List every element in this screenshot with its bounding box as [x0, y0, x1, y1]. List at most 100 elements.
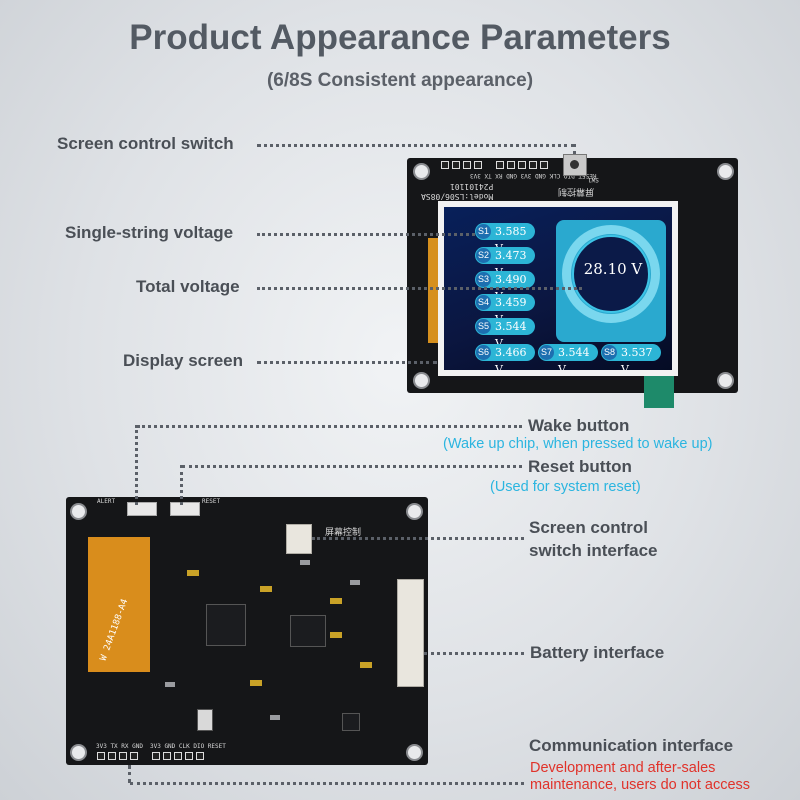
leader-line	[128, 765, 131, 783]
header-pin	[507, 161, 515, 169]
gauge-center: 28.10 V	[572, 235, 650, 313]
front-sw-label: SW1	[588, 176, 599, 183]
back-screen-control-silkscreen: 屏幕控制	[325, 528, 362, 538]
header-pin	[196, 752, 204, 760]
leader-line	[312, 537, 524, 540]
back-flex-cable	[88, 537, 150, 672]
mount-hole	[70, 744, 87, 761]
front-serial-silkscreen: P24101101	[450, 182, 494, 191]
header-pin	[474, 161, 482, 169]
cell-voltage-s7: S7 3.544 V	[538, 344, 598, 370]
front-model-silkscreen: Model:LS06/08SA	[421, 192, 494, 201]
header-pin	[518, 161, 526, 169]
header-pin	[152, 752, 160, 760]
header-pin	[496, 161, 504, 169]
page-subtitle: (6/8S Consistent appearance)	[266, 70, 534, 91]
label-display-screen: Display screen	[123, 351, 244, 370]
cell-tag: S6	[476, 345, 491, 360]
switch-knob	[570, 160, 579, 169]
cell-value: 3.537 V	[621, 346, 653, 370]
cell-tag: S4	[476, 295, 491, 310]
leader-line	[137, 425, 522, 428]
cell-tag: S3	[476, 272, 491, 287]
leader-line	[182, 465, 522, 468]
label-communication-interface: Communication interface	[529, 736, 734, 755]
label-screen-switch-interface-2: switch interface	[529, 541, 658, 560]
header-pin	[108, 752, 116, 760]
leader-line	[424, 652, 524, 655]
leader-line	[180, 465, 183, 505]
leader-line	[135, 425, 138, 505]
header-pin	[163, 752, 171, 760]
mount-hole	[413, 372, 430, 389]
cell-tag: S8	[602, 345, 617, 360]
cell-voltage-s1: S1 3.585 V	[475, 223, 535, 255]
header-pin	[119, 752, 127, 760]
total-voltage-gauge: 28.10 V	[556, 220, 666, 342]
warning-communication-1: Development and after-sales	[530, 760, 716, 776]
note-reset-button: (Used for system reset)	[490, 479, 641, 495]
screen-switch-connector	[286, 524, 312, 554]
battery-connector	[397, 579, 424, 687]
driver-chip	[290, 615, 326, 647]
leader-line	[257, 144, 575, 147]
cell-value: 3.466 V	[495, 346, 527, 370]
component	[300, 560, 310, 565]
header-pin	[174, 752, 182, 760]
cell-voltage-s5: S5 3.544 V	[475, 318, 535, 350]
reset-button[interactable]	[170, 502, 200, 516]
cell-tag: S1	[476, 224, 491, 239]
mount-hole	[413, 163, 430, 180]
total-voltage-value: 28.10 V	[583, 260, 643, 278]
header-pin	[185, 752, 193, 760]
wake-button[interactable]	[127, 502, 157, 516]
back-alert-silkscreen: ALERT	[97, 498, 116, 505]
cell-tag: S7	[539, 345, 554, 360]
cell-value: 3.544 V	[495, 320, 527, 350]
mcu-chip	[206, 604, 246, 646]
header-pin	[463, 161, 471, 169]
screen-control-switch[interactable]	[563, 154, 587, 176]
mount-hole	[717, 163, 734, 180]
label-single-string-voltage: Single-string voltage	[65, 223, 234, 242]
back-reset-silkscreen: RESET	[202, 498, 221, 505]
component-pad	[330, 632, 342, 638]
warning-communication-2: maintenance, users do not access	[530, 777, 751, 793]
cell-voltage-s2: S2 3.473 V	[475, 247, 535, 279]
cell-tag: S2	[476, 248, 491, 263]
mount-hole	[70, 503, 87, 520]
component-pad	[360, 662, 372, 668]
header-pin	[540, 161, 548, 169]
cell-tag: S5	[476, 319, 491, 334]
small-chip	[197, 709, 213, 731]
header-pin	[130, 752, 138, 760]
display-flex-cable	[428, 238, 440, 343]
back-header-left-silkscreen: 3V3 TX RX GND	[96, 743, 143, 750]
cell-voltage-s4: S4 3.459 V	[475, 294, 535, 326]
small-chip	[342, 713, 360, 731]
component	[350, 580, 360, 585]
header-pin	[97, 752, 105, 760]
component-pad	[250, 680, 262, 686]
note-wake-button: (Wake up chip, when pressed to wake up)	[443, 436, 713, 452]
page-title: Product Appearance Parameters	[129, 18, 671, 57]
back-header-right-silkscreen: 3V3 GND CLK DIO RESET	[150, 743, 226, 750]
leader-line	[257, 287, 582, 290]
label-total-voltage: Total voltage	[136, 277, 240, 296]
cell-voltage-s6: S6 3.466 V	[475, 344, 535, 370]
label-screen-switch-interface-1: Screen control	[529, 518, 649, 537]
mount-hole	[406, 744, 423, 761]
label-screen-control-switch: Screen control switch	[57, 134, 234, 153]
header-pin	[529, 161, 537, 169]
component-pad	[330, 598, 342, 604]
leader-line	[573, 144, 576, 154]
component	[165, 682, 175, 687]
leader-line	[257, 361, 437, 364]
label-reset-button: Reset button	[528, 457, 632, 476]
component-pad	[187, 570, 199, 576]
leader-line	[257, 233, 475, 236]
front-screen-control-silkscreen: 屏幕控制	[558, 186, 595, 196]
cell-voltage-s8: S8 3.537 V	[601, 344, 661, 370]
mount-hole	[717, 372, 734, 389]
cell-value: 3.544 V	[558, 346, 590, 370]
